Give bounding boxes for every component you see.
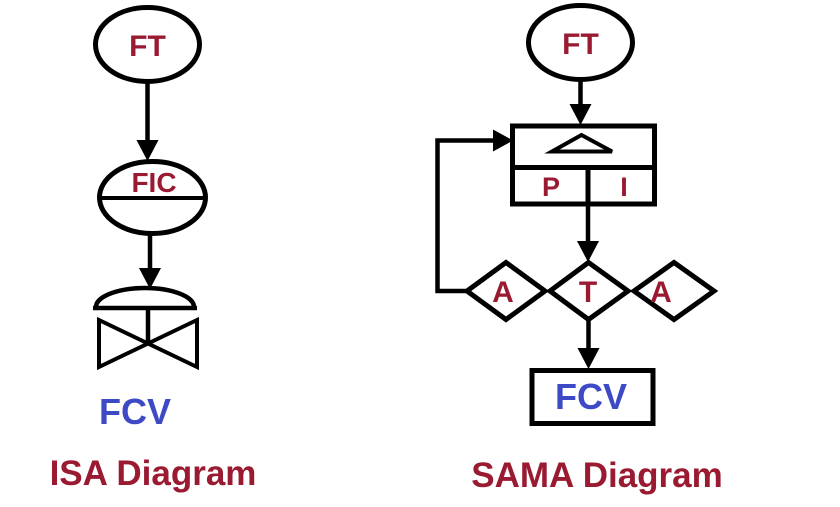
- sama-mode-diamonds: A T A: [462, 259, 719, 323]
- sama-caption: SAMA Diagram: [471, 456, 723, 495]
- sama-integral-label: I: [620, 172, 628, 202]
- isa-caption: ISA Diagram: [50, 454, 257, 493]
- isa-diagram-group: FT FIC FCV: [50, 5, 257, 493]
- sama-fcv-label: FCV: [555, 376, 627, 417]
- feedback-line: [435, 138, 496, 294]
- arrowhead-down-icon: [136, 140, 159, 161]
- auto-right-diamond: [629, 259, 719, 323]
- setpoint-triangle-icon: [544, 132, 613, 154]
- arrowhead-down-icon: [569, 104, 592, 125]
- sama-arrow-controller-to-transfer: [577, 204, 599, 262]
- isa-fcv-label: FCV: [99, 391, 171, 432]
- sama-arrow-transfer-to-fcv: [577, 319, 600, 369]
- isa-arrow-ft-to-fic: [136, 82, 159, 161]
- isa-fic-label: FIC: [131, 167, 176, 198]
- sama-fcv-box: [529, 368, 656, 426]
- transfer-diamond: [545, 259, 633, 323]
- sama-auto-left-label: A: [492, 276, 514, 309]
- isa-ft-ellipse: [93, 5, 202, 84]
- sama-controller-box: P I: [510, 123, 657, 207]
- valve-actuator-dome: [93, 285, 197, 308]
- sama-diagram-group: FT P I: [435, 3, 723, 495]
- sama-ft-ellipse: [526, 3, 635, 82]
- sama-proportional-label: P: [542, 172, 560, 202]
- isa-ft-label: FT: [129, 30, 166, 63]
- arrowhead-down-icon: [577, 241, 599, 262]
- sama-ft-label: FT: [562, 28, 599, 61]
- valve-body-left-triangle: [97, 316, 153, 371]
- isa-control-valve-symbol: [93, 285, 199, 371]
- sama-auto-right-label: A: [650, 276, 672, 309]
- sama-feedback-loop: [435, 129, 513, 294]
- auto-left-diamond: [462, 259, 550, 323]
- sama-arrow-ft-to-controller: [569, 80, 592, 125]
- arrowhead-down-icon: [577, 348, 600, 369]
- arrowhead-right-icon: [493, 129, 513, 152]
- sama-transfer-label: T: [579, 276, 597, 309]
- arrowhead-down-icon: [139, 268, 161, 289]
- valve-body-right-triangle: [143, 316, 199, 371]
- isa-arrow-fic-to-valve: [139, 233, 161, 289]
